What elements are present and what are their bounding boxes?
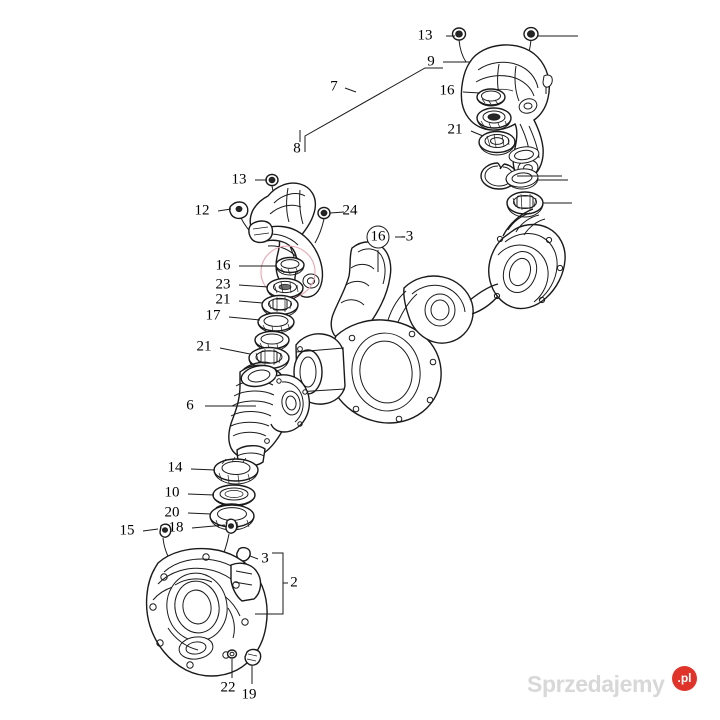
- bolt-24: [314, 206, 331, 244]
- part-16-oil-seal-mid: [275, 256, 305, 276]
- part-washer-ring-upper: [508, 146, 540, 164]
- part-16-oil-seal-upper: [476, 88, 506, 107]
- part-19-plug: [244, 648, 262, 666]
- callout-16-3-circle: [366, 225, 390, 249]
- part-14-bearing: [213, 456, 259, 485]
- part-21-bearing-upper: [478, 130, 516, 156]
- part-group-upper-bearing-stack: [476, 88, 544, 218]
- part-group-right-knuckle-housing: [488, 208, 566, 310]
- part-22-washer: [226, 649, 238, 659]
- part-group-seal-rings: [209, 456, 259, 531]
- watermark-text: Sprzedajemy: [527, 671, 665, 697]
- leader-lines: [142, 35, 578, 684]
- part-10-oil-seal: [212, 484, 256, 507]
- part-2-axle-housing: [145, 547, 268, 677]
- bolt-12: [228, 201, 257, 238]
- part-splined-collar-upper: [506, 191, 544, 218]
- part-group-mid-knuckle-arm: [228, 173, 331, 298]
- part-17-ring: [257, 312, 295, 334]
- bolt-18: [218, 518, 238, 565]
- part-6-steering-knuckle: [228, 361, 311, 467]
- bolt-13-upper-left: [451, 27, 467, 63]
- part-bearing-upper: [476, 107, 512, 131]
- part-group-left-bearing-stack: [248, 256, 305, 373]
- part-group-center-differential-housing: [293, 241, 499, 424]
- watermark-pl-badge: .pl: [672, 666, 697, 691]
- part-ring-upper-2: [505, 168, 539, 190]
